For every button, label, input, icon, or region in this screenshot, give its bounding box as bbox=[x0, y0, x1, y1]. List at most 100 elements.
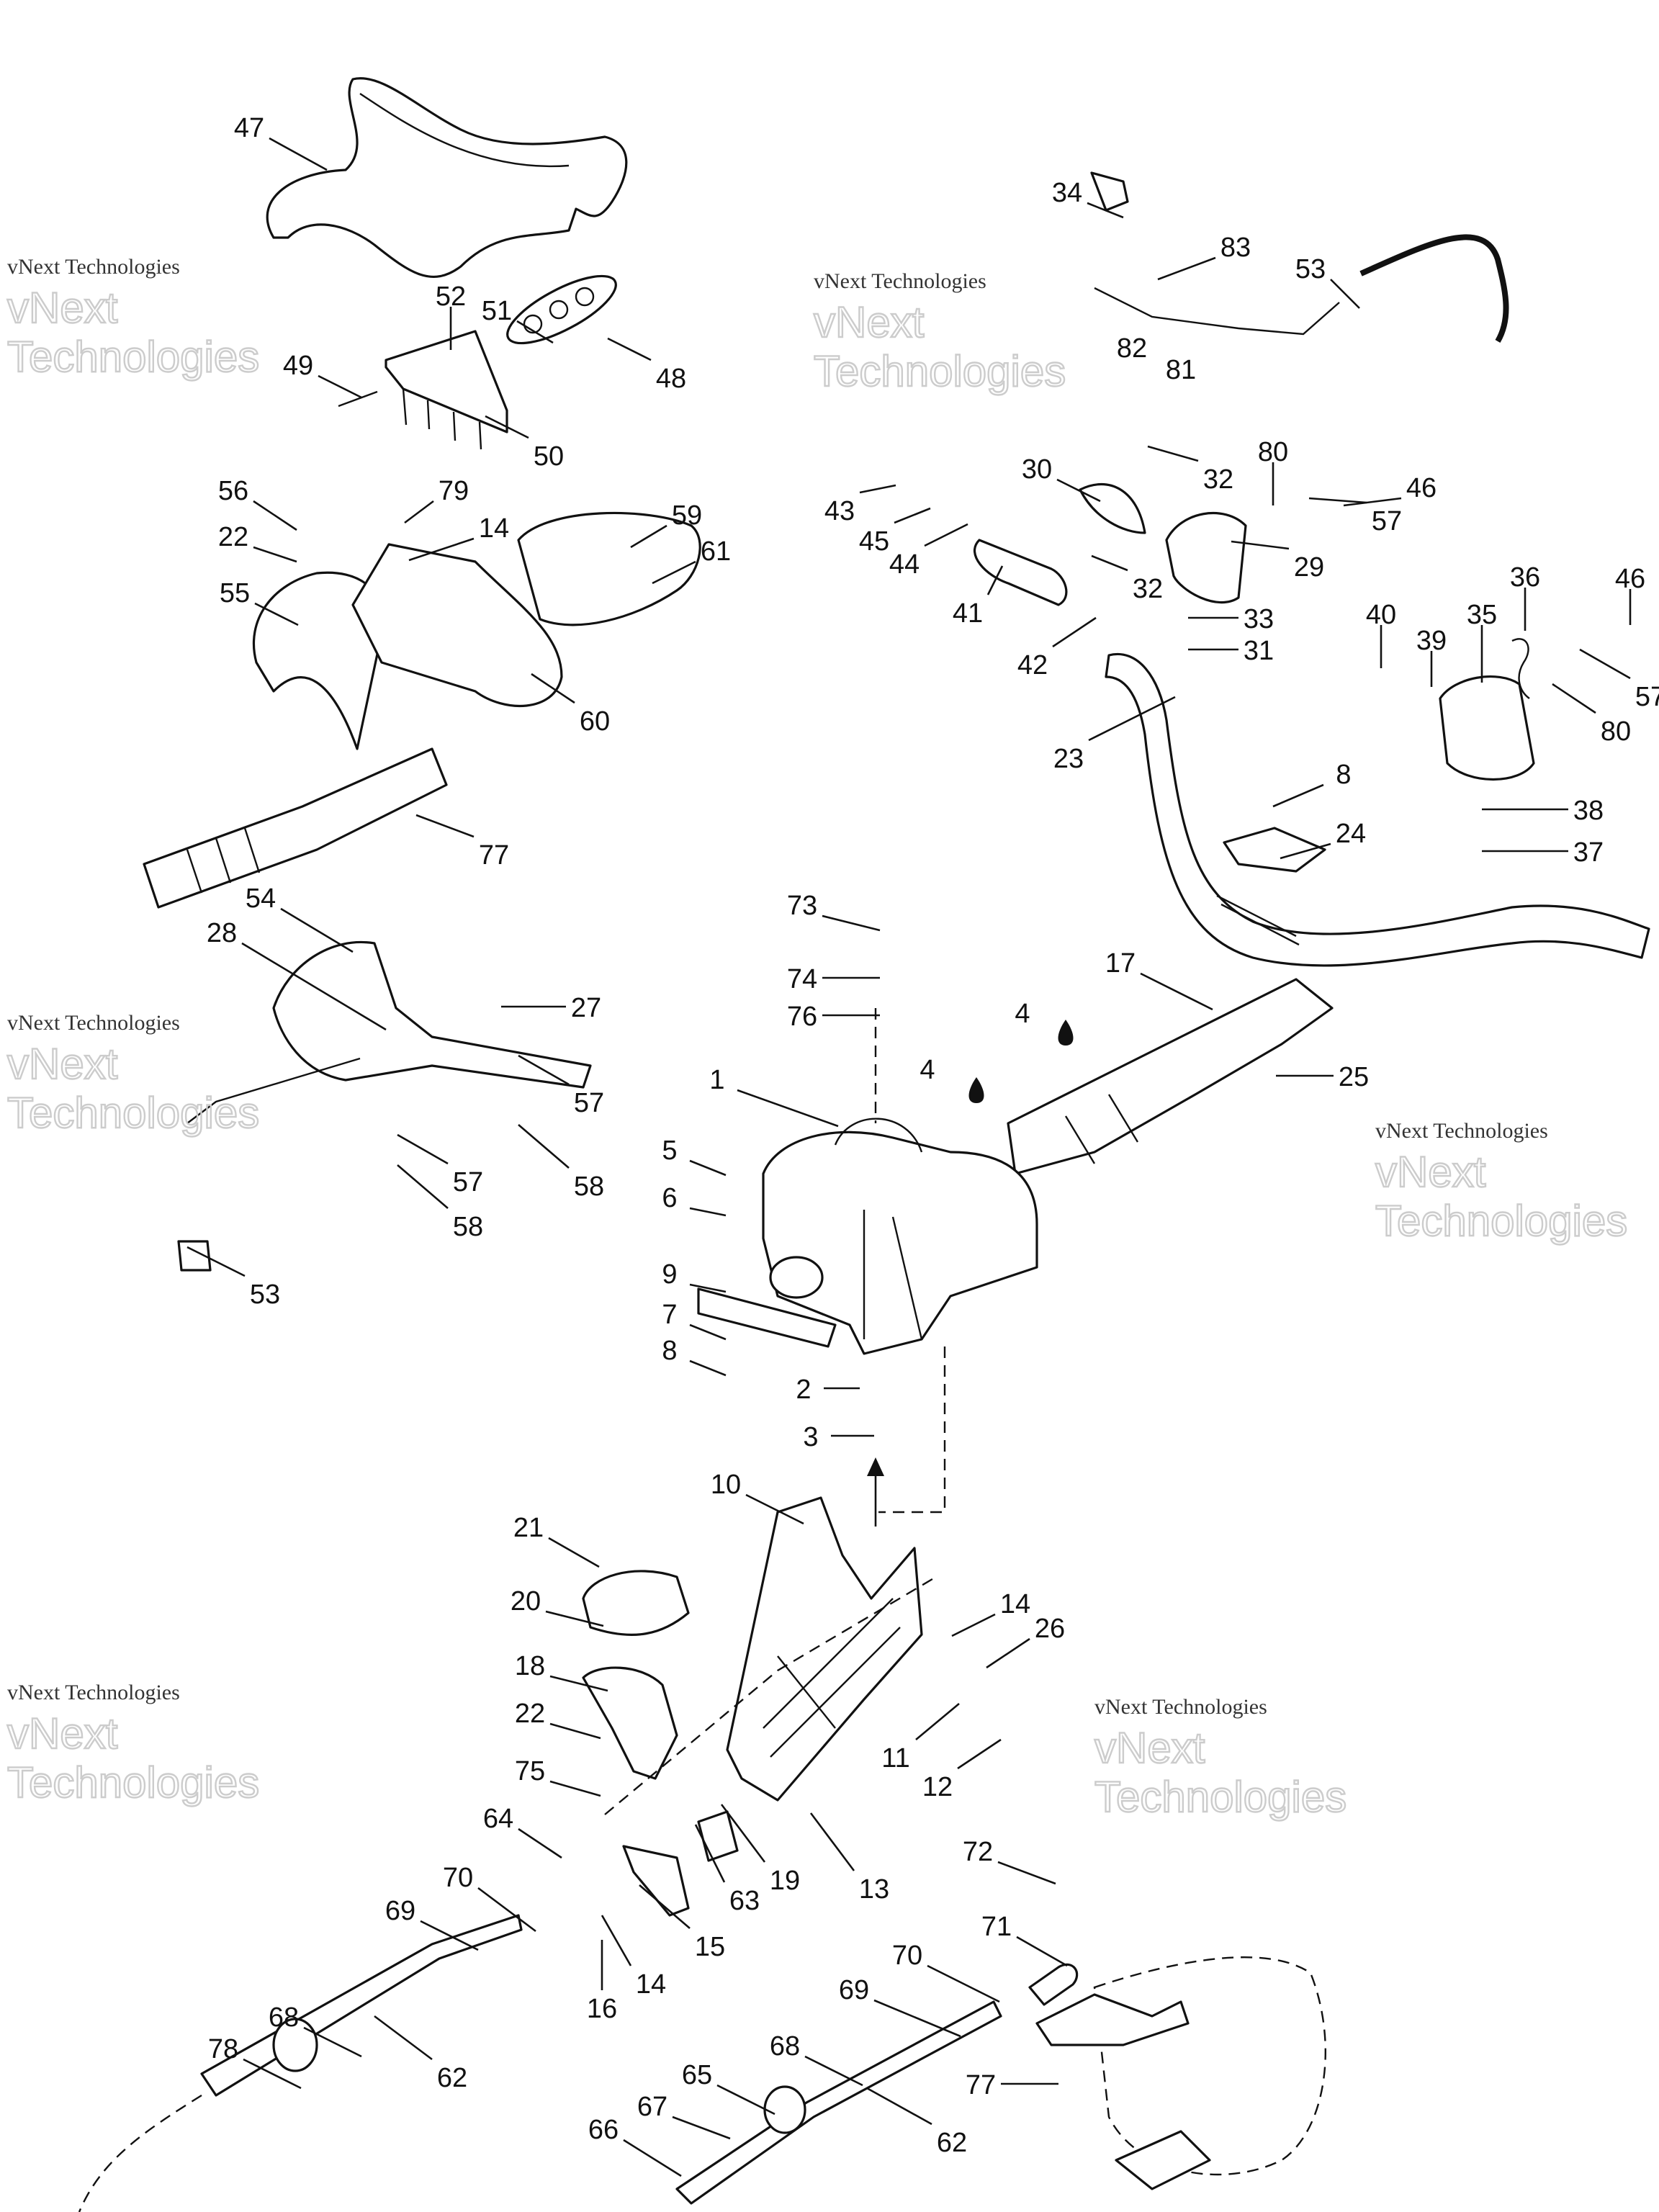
callout-4: 4 bbox=[1015, 999, 1030, 1029]
callout-number: 24 bbox=[1336, 819, 1366, 849]
housing-35 bbox=[1439, 675, 1535, 781]
callout-65: 65 bbox=[682, 2060, 775, 2116]
leader-line bbox=[397, 1133, 449, 1165]
callout-number: 53 bbox=[250, 1280, 280, 1310]
handlebar-23 bbox=[1105, 652, 1650, 967]
callout-77: 77 bbox=[415, 814, 509, 871]
callout-39: 39 bbox=[1416, 626, 1447, 687]
clip-34 bbox=[1090, 171, 1129, 212]
callout-number: 44 bbox=[889, 549, 920, 580]
callout-15: 15 bbox=[639, 1884, 725, 1962]
callout-number: 23 bbox=[1053, 744, 1084, 774]
leader-line bbox=[601, 1915, 632, 1966]
leader-line bbox=[318, 374, 362, 399]
callout-70: 70 bbox=[892, 1941, 1000, 2003]
callout-1: 1 bbox=[709, 1065, 839, 1128]
callout-number: 7 bbox=[662, 1300, 677, 1330]
leader-line bbox=[254, 602, 299, 626]
callout-14: 14 bbox=[951, 1589, 1030, 1637]
leader-line bbox=[518, 1827, 562, 1859]
leader-line bbox=[804, 2055, 863, 2087]
watermark-text: vNext bbox=[1375, 1148, 1486, 1196]
callout-number: 49 bbox=[283, 351, 313, 381]
leader-line bbox=[549, 1675, 608, 1692]
callout-73: 73 bbox=[787, 891, 881, 932]
callout-number: 32 bbox=[1203, 464, 1233, 495]
leader-line bbox=[404, 500, 434, 524]
callout-number: 63 bbox=[729, 1886, 760, 1916]
leader-line bbox=[737, 1089, 839, 1128]
callout-55: 55 bbox=[220, 578, 299, 626]
watermark-text: vNext bbox=[814, 298, 925, 346]
callout-67: 67 bbox=[637, 2092, 731, 2140]
watermark-text: Technologies bbox=[1094, 1773, 1346, 1821]
switch-housing-pins bbox=[402, 388, 482, 450]
callout-57: 57 bbox=[1579, 648, 1659, 712]
callout-83: 83 bbox=[1157, 233, 1251, 281]
callout-26: 26 bbox=[986, 1614, 1065, 1669]
housing-1-detail bbox=[834, 1118, 923, 1340]
callout-number: 70 bbox=[892, 1941, 922, 1971]
callout-33: 33 bbox=[1188, 604, 1274, 634]
grommet-53 bbox=[177, 1240, 212, 1272]
callout-30: 30 bbox=[1022, 454, 1101, 503]
leader-line bbox=[420, 1920, 479, 1951]
callout-49: 49 bbox=[283, 351, 362, 399]
callout-number: 57 bbox=[453, 1167, 483, 1197]
leader-line bbox=[1330, 279, 1360, 309]
callout-number: 70 bbox=[443, 1863, 473, 1893]
callout-number: 80 bbox=[1601, 716, 1631, 747]
callout-36: 36 bbox=[1510, 562, 1540, 631]
callout-number: 2 bbox=[796, 1375, 811, 1405]
bracket-10-ribs bbox=[763, 1598, 901, 1758]
callout-number: 73 bbox=[787, 891, 817, 921]
callout-number: 74 bbox=[787, 964, 817, 994]
callout-29: 29 bbox=[1231, 540, 1324, 583]
callout-58: 58 bbox=[397, 1164, 483, 1242]
callout-79: 79 bbox=[404, 476, 469, 524]
leader-line bbox=[924, 523, 968, 547]
callout-44: 44 bbox=[889, 523, 968, 580]
callout-71: 71 bbox=[981, 1912, 1068, 1967]
callout-57: 57 bbox=[518, 1054, 604, 1118]
callout-14: 14 bbox=[408, 513, 509, 562]
bracket-54 bbox=[272, 940, 592, 1089]
assembly-line bbox=[878, 1346, 946, 1514]
steering-column-17 bbox=[1007, 978, 1334, 1175]
housing-60 bbox=[351, 543, 563, 708]
grip-ribs bbox=[186, 827, 261, 894]
callout-21: 21 bbox=[513, 1513, 600, 1568]
leader-line bbox=[1140, 972, 1213, 1011]
leader-line bbox=[1552, 683, 1596, 714]
callout-number: 15 bbox=[695, 1932, 725, 1962]
leader-line bbox=[986, 565, 1004, 595]
leader-line bbox=[1308, 497, 1367, 504]
bracket-10 bbox=[726, 1496, 923, 1802]
callout-number: 83 bbox=[1220, 233, 1251, 263]
callout-number: 77 bbox=[479, 840, 509, 871]
callout-number: 9 bbox=[662, 1259, 677, 1290]
callout-number: 75 bbox=[515, 1756, 545, 1786]
callout-number: 68 bbox=[269, 2002, 299, 2033]
leader-line bbox=[1157, 256, 1216, 281]
cable-fitting-78 bbox=[272, 2018, 318, 2072]
callout-12: 12 bbox=[922, 1738, 1002, 1802]
callout-number: 79 bbox=[439, 476, 469, 506]
callout-50: 50 bbox=[485, 415, 564, 472]
leader-line bbox=[186, 1246, 246, 1277]
callout-34: 34 bbox=[1052, 178, 1124, 219]
callout-number: 26 bbox=[1035, 1614, 1065, 1644]
callout-number: 21 bbox=[513, 1513, 544, 1543]
callout-number: 3 bbox=[803, 1422, 818, 1452]
cable-fitting-65 bbox=[763, 2085, 806, 2134]
callout-54: 54 bbox=[246, 884, 354, 953]
leader-line bbox=[1272, 783, 1324, 808]
leader-line bbox=[672, 2116, 731, 2140]
callout-number: 46 bbox=[1406, 473, 1437, 503]
callout-40: 40 bbox=[1366, 600, 1396, 668]
leader-line bbox=[915, 1703, 960, 1740]
cable-end-81 bbox=[1094, 287, 1340, 336]
callout-number: 14 bbox=[636, 1969, 666, 2000]
